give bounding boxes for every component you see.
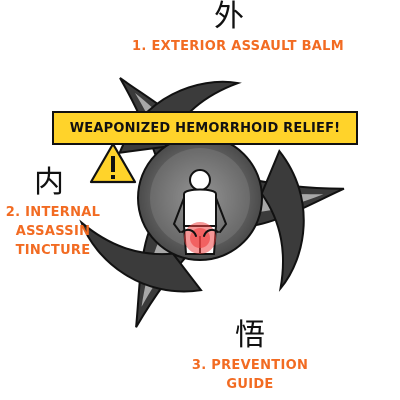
headline-banner: WEAPONIZED HEMORRHOID RELIEF! — [52, 111, 358, 145]
kanji-internal: 内 — [34, 165, 64, 200]
kanji-exterior: 外 — [214, 0, 244, 34]
warning-icon — [89, 142, 137, 184]
label-prevention: 3. PREVENTION GUIDE — [180, 356, 320, 394]
label-internal-line-1: 2. INTERNAL — [5, 205, 101, 220]
kanji-prevention: 悟 — [235, 318, 265, 353]
banner-text: WEAPONIZED HEMORRHOID RELIEF! — [69, 120, 341, 136]
label-internal-line-2: ASSASSIN — [15, 224, 91, 239]
label-internal-line-3: TINCTURE — [15, 243, 91, 258]
label-prevention-line-2: GUIDE — [226, 377, 274, 392]
label-exterior: 1. EXTERIOR ASSAULT BALM — [132, 39, 344, 54]
label-internal: 2. INTERNAL ASSASSIN TINCTURE — [0, 203, 108, 260]
person-back-icon — [172, 169, 228, 255]
label-prevention-line-1: 3. PREVENTION — [191, 358, 309, 373]
